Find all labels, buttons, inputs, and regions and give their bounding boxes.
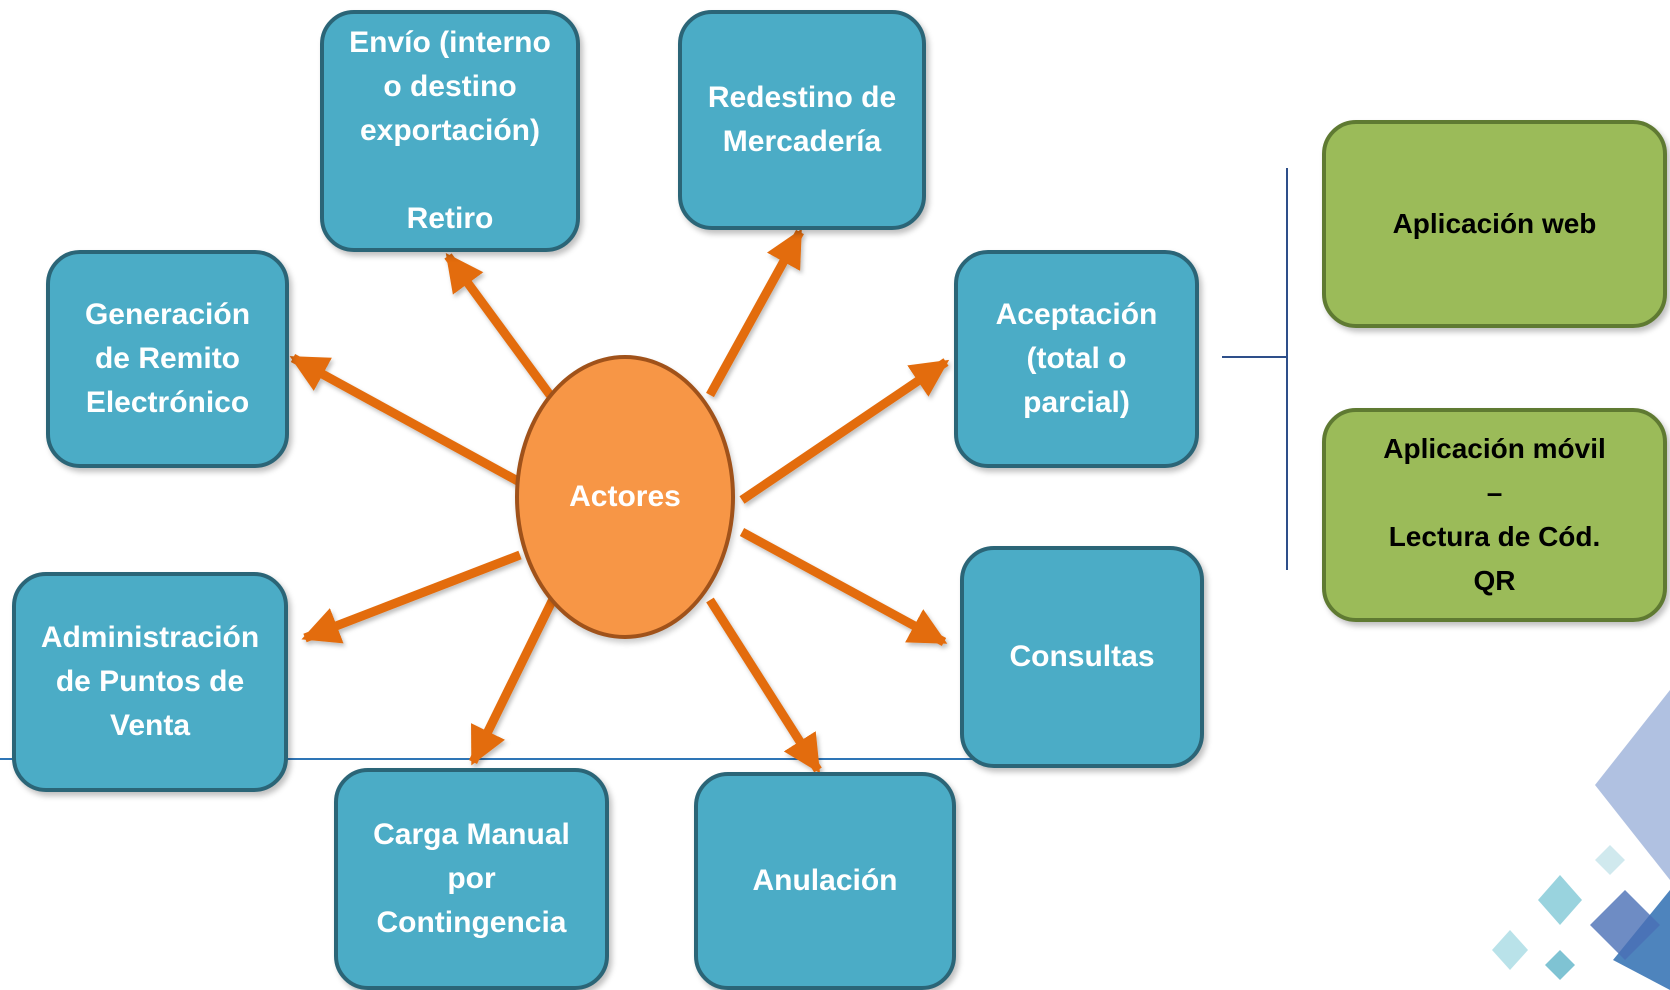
bracket-vertical-line xyxy=(1286,168,1288,570)
bracket-stem-line xyxy=(1222,356,1288,358)
arrow-to-generacion xyxy=(289,354,528,489)
arrow-to-consultas xyxy=(739,528,948,646)
arrow-to-aceptacion xyxy=(739,358,950,504)
arrow-to-redestino xyxy=(706,228,804,398)
arrow-to-envio xyxy=(444,252,554,398)
diamond-shape xyxy=(1590,890,1660,960)
diamond-shape xyxy=(1492,930,1528,970)
app-movil: Aplicación móvil – Lectura de Cód. QR xyxy=(1322,408,1667,622)
diamond-shape xyxy=(1538,875,1582,925)
node-aceptacion: Aceptación (total o parcial) xyxy=(954,250,1199,468)
node-redestino: Redestino de Mercadería xyxy=(678,10,926,230)
diamond-shape xyxy=(1545,950,1575,980)
app-web: Aplicación web xyxy=(1322,120,1667,328)
arrow-to-administracion xyxy=(301,550,522,644)
node-envio: Envío (interno o destino exportación) Re… xyxy=(320,10,580,252)
node-consultas: Consultas xyxy=(960,546,1204,768)
arrow-to-carga xyxy=(468,593,560,766)
node-administracion: Administración de Puntos de Venta xyxy=(12,572,288,792)
node-anulacion: Anulación xyxy=(694,772,956,990)
center-actores: Actores xyxy=(515,355,735,639)
node-carga: Carga Manual por Contingencia xyxy=(334,768,609,990)
center-label: Actores xyxy=(569,480,681,513)
arrow-to-anulacion xyxy=(706,597,822,774)
node-generacion: Generación de Remito Electrónico xyxy=(46,250,289,468)
diamond-shape xyxy=(1595,845,1625,875)
diamond-shape xyxy=(1595,690,1670,880)
